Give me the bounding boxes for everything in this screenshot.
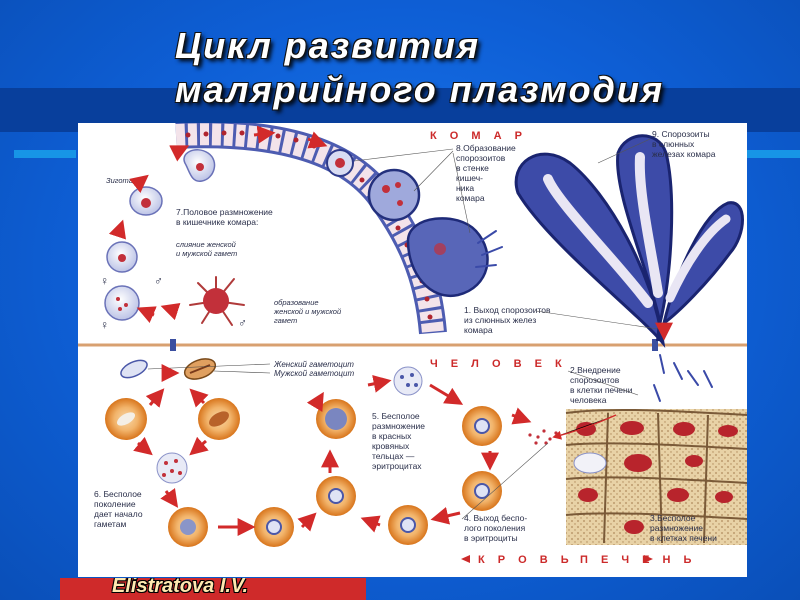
female-symbol-2: ♀ bbox=[100, 318, 109, 332]
rbc-ring-bottom bbox=[254, 507, 294, 547]
divider-node-left bbox=[170, 339, 176, 351]
section-mosquito: К О М А Р bbox=[430, 130, 527, 142]
female-symbol-1: ♀ bbox=[100, 274, 109, 288]
merozoite-cluster-top bbox=[393, 366, 423, 396]
fused-gamete-cell bbox=[106, 241, 138, 273]
released-merozoites bbox=[528, 429, 558, 445]
sporozoites bbox=[475, 230, 713, 402]
author-banner: Elistratova I.V. bbox=[60, 578, 366, 600]
label-stage2: 2.Внедрениеспорозоитов в клетки печениче… bbox=[570, 365, 633, 405]
title-line-2: малярийного плазмодия bbox=[175, 69, 665, 110]
male-gamete-exflagellation bbox=[189, 276, 245, 326]
rbc-schizont-2 bbox=[316, 399, 356, 439]
section-blood: К Р О В Ь bbox=[478, 554, 574, 566]
male-symbol-2: ♂ bbox=[238, 316, 247, 330]
pointer-lines bbox=[353, 138, 659, 520]
zygote-cell bbox=[129, 186, 163, 216]
salivary-glands bbox=[514, 134, 744, 349]
ookinete-cell bbox=[183, 149, 216, 182]
label-female-gametocyte: Женский гаметоцит bbox=[273, 360, 354, 369]
section-liver: П Е Ч Е Н Ь bbox=[580, 554, 696, 566]
rbc-schizont-left bbox=[168, 507, 208, 547]
rbc-gametocyte-left bbox=[105, 398, 147, 440]
rbc-ring-1 bbox=[316, 476, 356, 516]
oocyst-medium bbox=[367, 168, 421, 222]
diagram-canvas: К О М А Р Ч Е Л О В Е К К Р О В Ь П Е Ч … bbox=[78, 123, 747, 566]
liver-entry-arrows bbox=[552, 414, 617, 440]
label-zygote: Зигота bbox=[106, 176, 133, 185]
liver-tissue bbox=[565, 408, 747, 545]
slide-title: Цикл развития малярийного плазмодия bbox=[175, 24, 664, 112]
rbc-ring-3 bbox=[462, 406, 502, 446]
rbc-ring-4 bbox=[462, 471, 502, 511]
male-gametocyte-cell bbox=[183, 358, 217, 380]
section-human: Ч Е Л О В Е К bbox=[430, 358, 567, 370]
liver-arrow-icon bbox=[644, 555, 653, 563]
oocyst-small bbox=[326, 149, 354, 177]
merozoite-cluster-left bbox=[156, 452, 188, 484]
rbc-ring-5 bbox=[388, 505, 428, 545]
oocyst-large bbox=[406, 217, 489, 298]
accent-line-left bbox=[14, 150, 76, 158]
cycle-arrows bbox=[108, 125, 673, 536]
rbc-gametocyte-right bbox=[198, 398, 240, 440]
title-line-1: Цикл развития bbox=[175, 25, 481, 66]
female-gametocyte-cell bbox=[120, 359, 148, 379]
divider-node-right bbox=[652, 339, 658, 351]
accent-line-right bbox=[747, 150, 800, 158]
male-symbol-1: ♂ bbox=[154, 274, 163, 288]
blood-arrow-icon bbox=[461, 555, 470, 563]
lifecycle-diagram: К О М А Р Ч Е Л О В Е К К Р О В Ь П Е Ч … bbox=[78, 123, 747, 577]
female-gamete-cell bbox=[104, 285, 140, 321]
label-male-gametocyte: Мужской гаметоцит bbox=[274, 369, 354, 378]
author-name: Elistratova I.V. bbox=[112, 578, 248, 597]
